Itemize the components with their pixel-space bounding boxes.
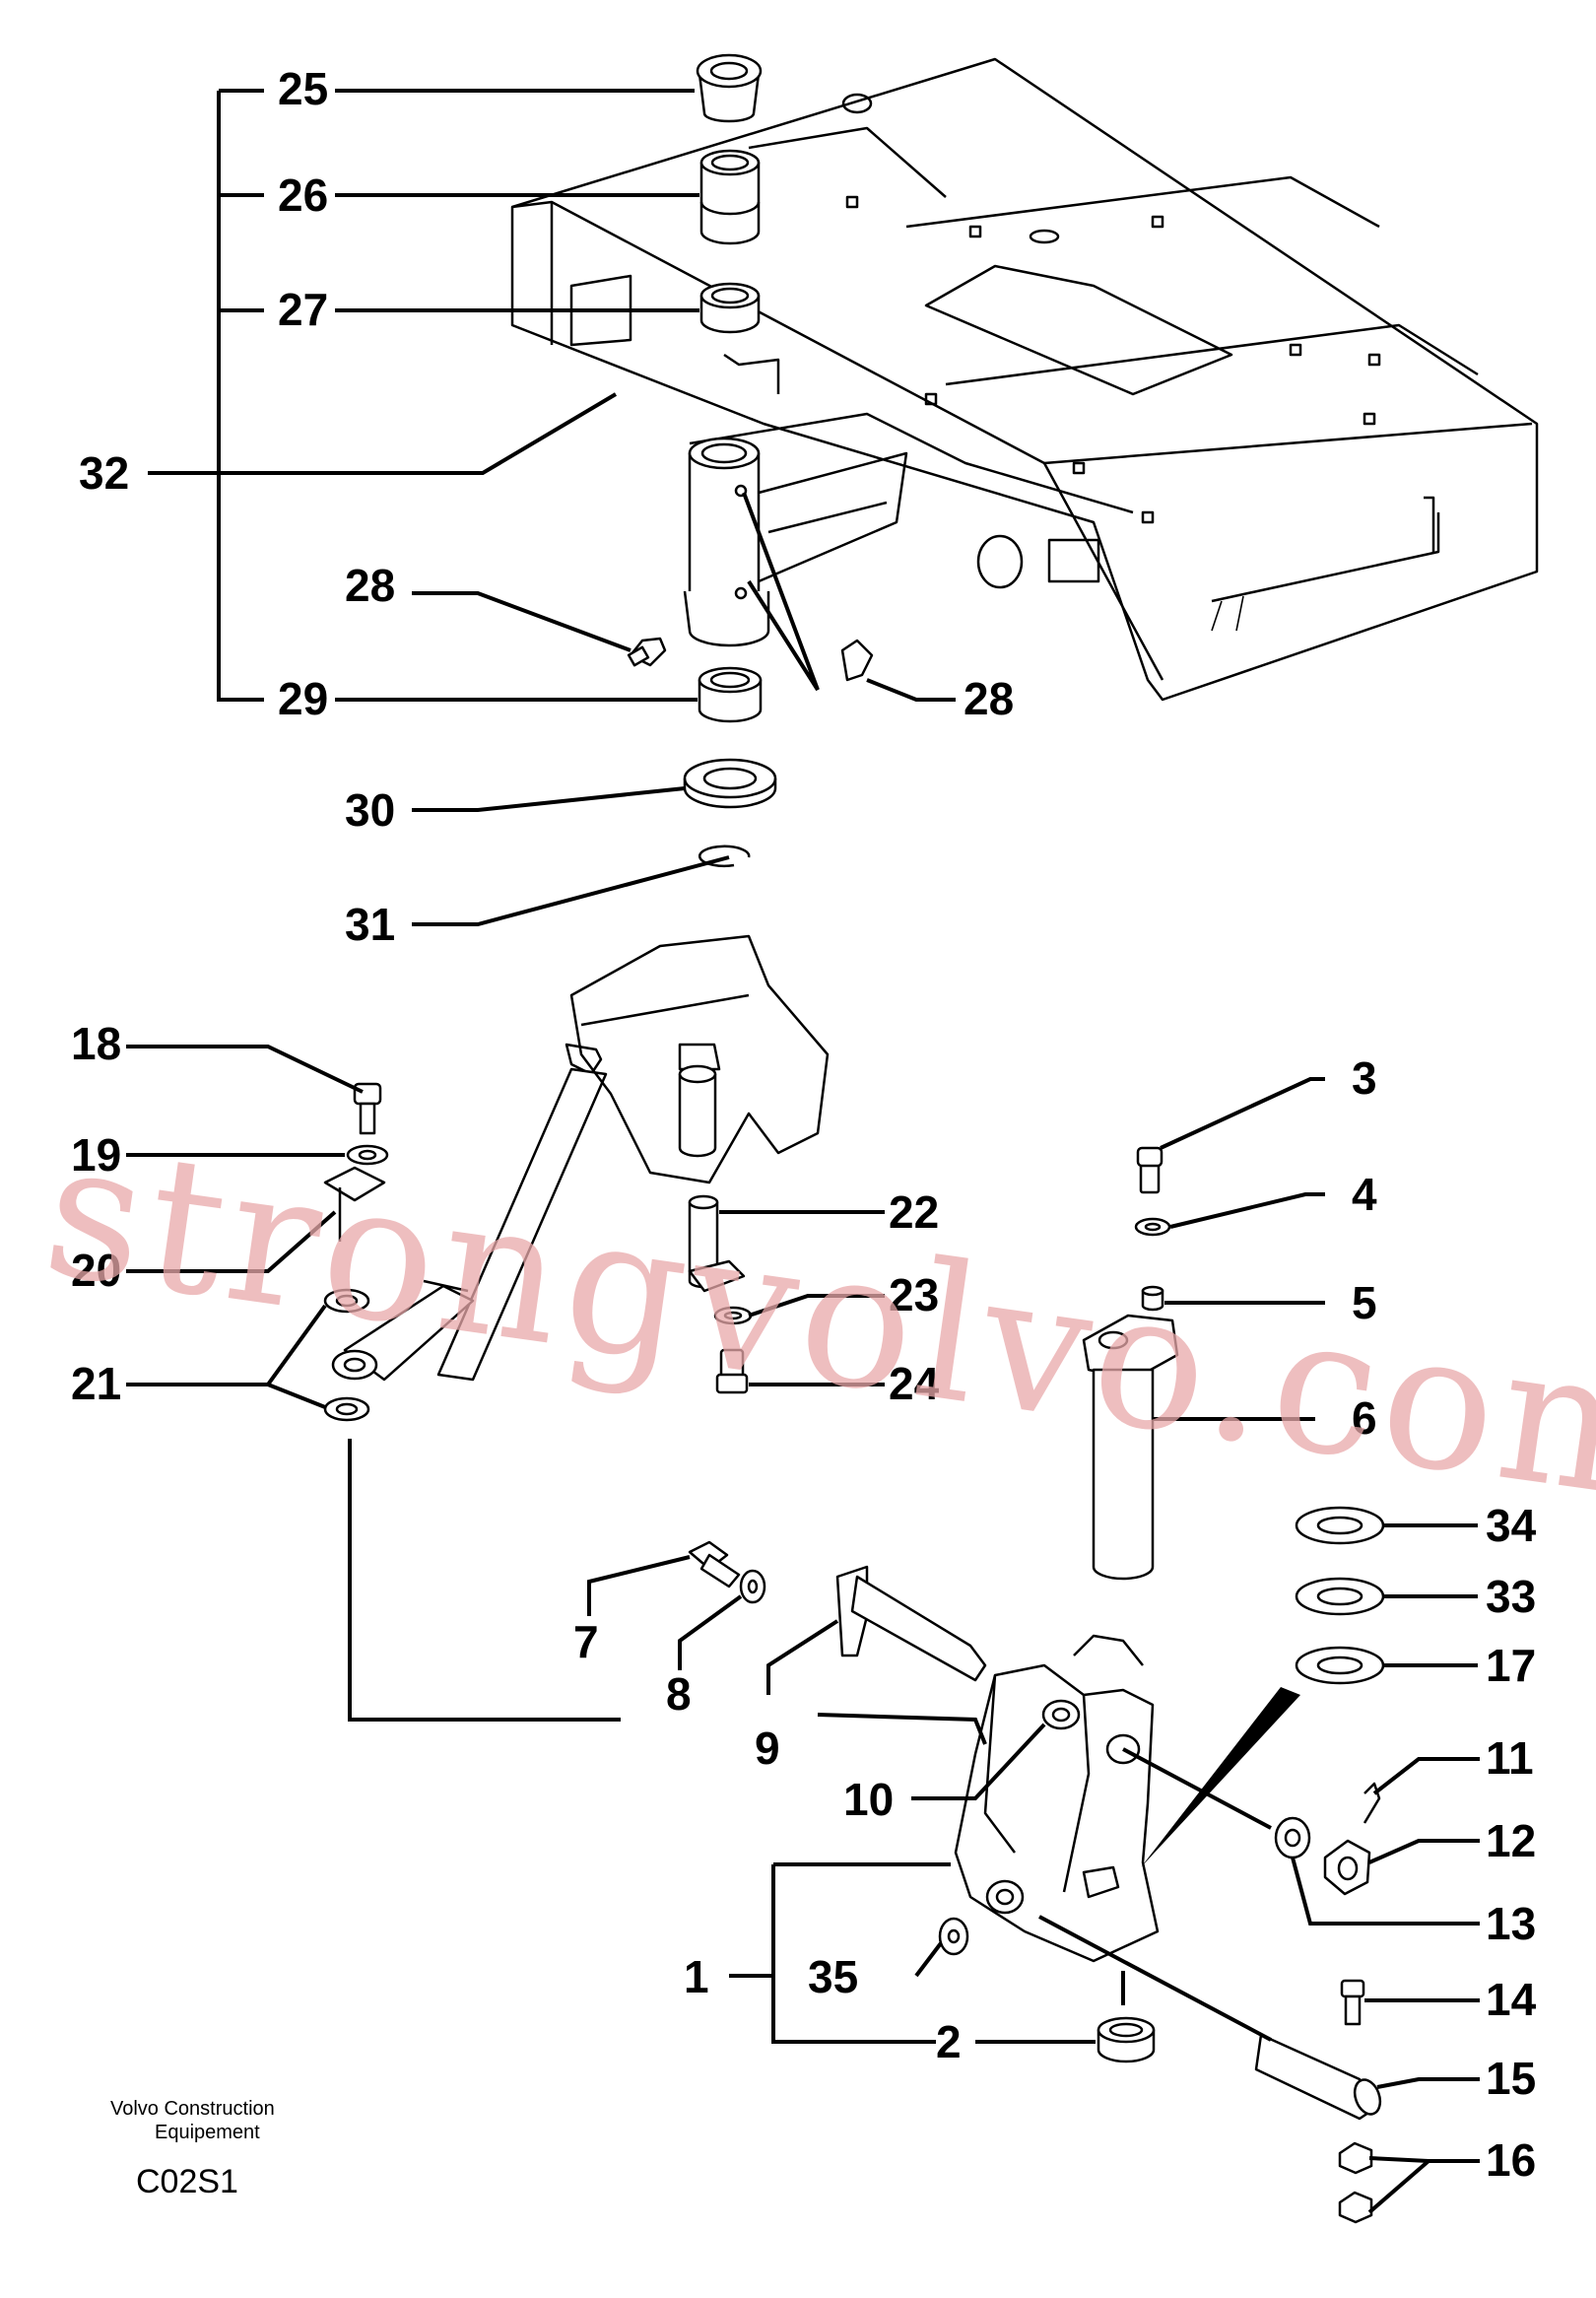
callout-21: 21 <box>71 1358 121 1409</box>
callout-6: 6 <box>1352 1392 1377 1444</box>
callout-27: 27 <box>278 284 328 335</box>
callout-4: 4 <box>1352 1169 1377 1220</box>
callout-11: 11 <box>1486 1732 1534 1784</box>
pivot-housing <box>683 353 908 647</box>
callout-numbers: 25 26 27 32 28 29 28 30 31 18 19 20 21 2… <box>71 63 1537 2186</box>
callout-28-left: 28 <box>345 560 395 611</box>
callout-34: 34 <box>1486 1500 1537 1551</box>
kingpin <box>1082 1146 1179 1581</box>
callout-15: 15 <box>1486 2053 1536 2104</box>
callout-8: 8 <box>666 1668 692 1720</box>
callout-23: 23 <box>889 1269 939 1320</box>
callout-18: 18 <box>71 1018 121 1069</box>
callout-2: 2 <box>936 2016 962 2067</box>
callout-33: 33 <box>1486 1571 1536 1622</box>
callout-14: 14 <box>1486 1974 1537 2025</box>
callout-25: 25 <box>278 63 328 114</box>
callout-3: 3 <box>1352 1052 1377 1104</box>
callout-26: 26 <box>278 169 328 221</box>
callout-5: 5 <box>1352 1277 1377 1328</box>
callout-16: 16 <box>1486 2134 1536 2186</box>
callout-35: 35 <box>808 1951 858 2002</box>
callout-1: 1 <box>684 1951 709 2002</box>
leader-lines <box>126 89 1480 2214</box>
pin-assembly-middle <box>688 1540 987 1682</box>
callout-20: 20 <box>71 1245 121 1296</box>
callout-7: 7 <box>573 1616 599 1667</box>
callout-22: 22 <box>889 1186 939 1238</box>
callout-29: 29 <box>278 673 328 724</box>
company-name-line1: Volvo Construction <box>110 2098 275 2120</box>
callout-28-right: 28 <box>964 673 1014 724</box>
footer: Volvo Construction Equipement C02S1 <box>110 2098 275 2200</box>
thrust-washers <box>1295 1506 1385 1685</box>
callout-30: 30 <box>345 784 395 836</box>
swing-bracket <box>817 1634 1382 2224</box>
company-name-line2: Equipement <box>155 2122 260 2143</box>
callout-19: 19 <box>71 1129 121 1181</box>
callout-31: 31 <box>345 899 395 950</box>
figure-code: C02S1 <box>136 2163 238 2200</box>
callout-9: 9 <box>755 1723 780 1774</box>
undercarriage-frame-drawing <box>315 57 1539 702</box>
swing-cylinder <box>323 934 830 1422</box>
watermark: strongvolvo.com <box>33 1100 1596 1545</box>
upper-bushings <box>627 53 874 868</box>
callout-24: 24 <box>889 1358 940 1409</box>
frame-holes <box>841 93 1381 524</box>
callout-10: 10 <box>843 1774 894 1825</box>
callout-13: 13 <box>1486 1898 1536 1949</box>
callout-17: 17 <box>1486 1640 1536 1691</box>
callout-32: 32 <box>79 447 129 499</box>
callout-12: 12 <box>1486 1815 1536 1866</box>
pivot-pin-small <box>688 1194 753 1394</box>
